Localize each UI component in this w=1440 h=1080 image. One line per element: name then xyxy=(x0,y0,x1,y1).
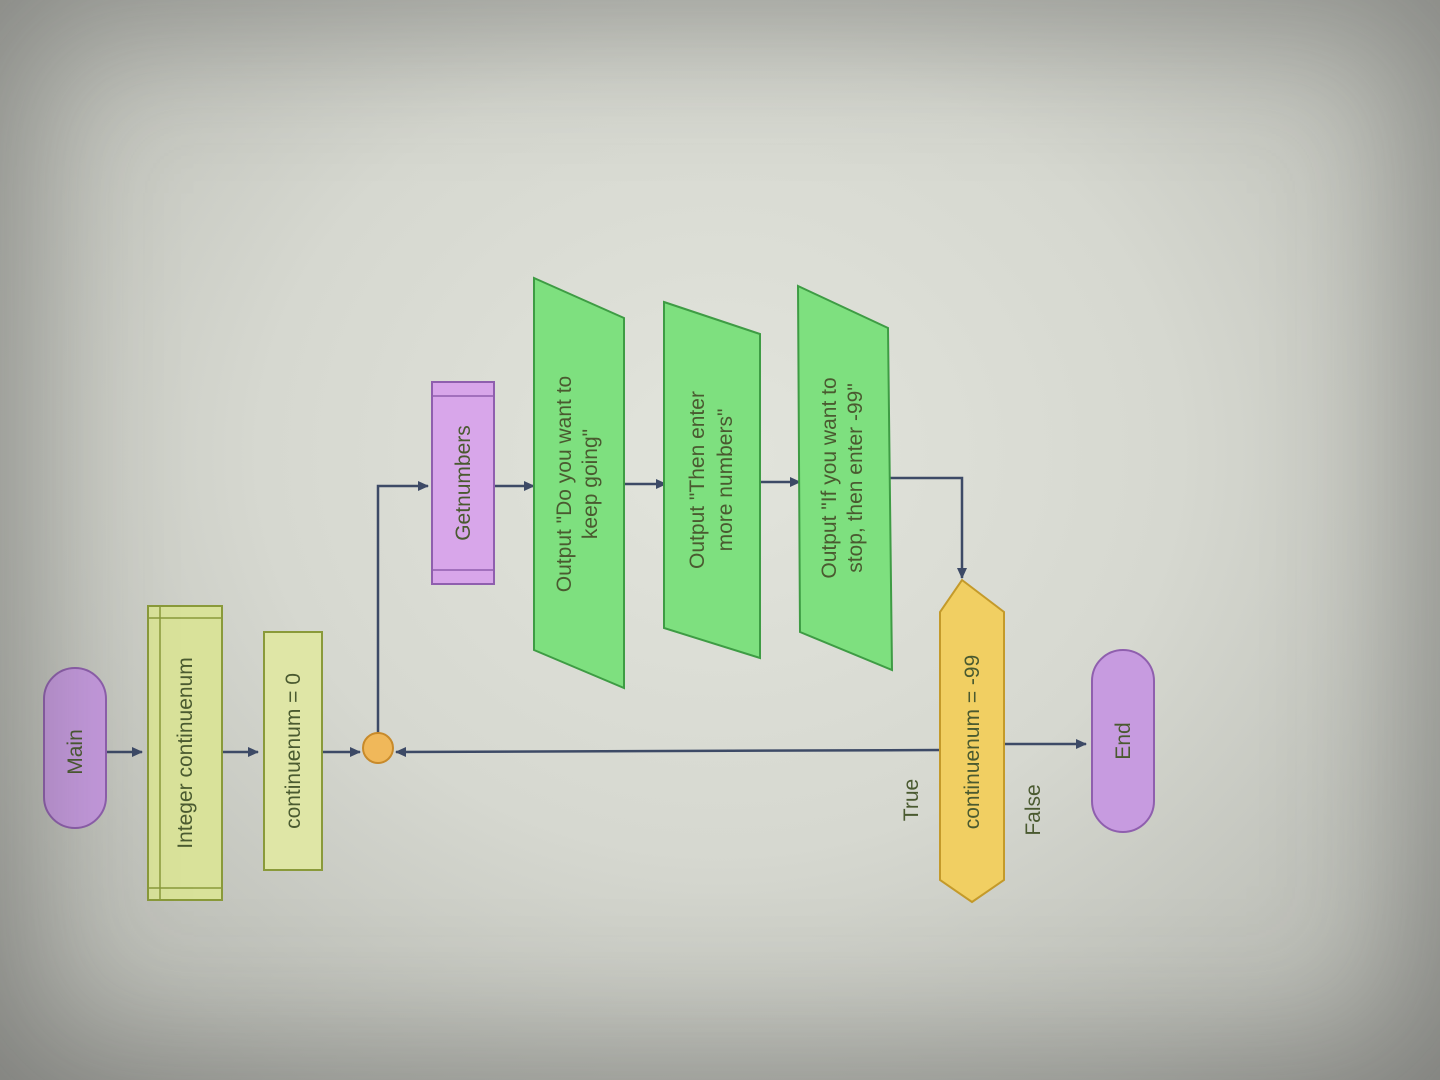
edge-junction-loop xyxy=(376,481,429,734)
call-box: Getnumbers xyxy=(431,381,495,585)
output3-line2: stop, then enter -99" xyxy=(844,383,867,573)
false-label: False xyxy=(1022,784,1045,835)
loop-junction xyxy=(362,732,394,764)
edges xyxy=(106,476,1087,757)
main-label: Main xyxy=(64,729,87,775)
true-label: True xyxy=(900,779,923,821)
call-label: Getnumbers xyxy=(452,425,475,541)
declare-label: Integer continuenum xyxy=(174,657,197,848)
assign-box: continuenum = 0 xyxy=(263,631,323,871)
output2-line1: Output "Then enter xyxy=(686,391,709,569)
output1-line1: Output "Do you want to xyxy=(553,376,576,592)
edge-decision-true-back xyxy=(395,746,943,757)
output3-line1: Output "If you want to xyxy=(818,377,841,578)
output2-line2: more numbers" xyxy=(714,409,737,552)
end-label: End xyxy=(1112,722,1135,759)
decision-box: continuenum = -99 xyxy=(939,578,1005,904)
decision-label: continuenum = -99 xyxy=(961,655,984,830)
declare-box: Integer continuenum xyxy=(147,605,223,901)
end-terminal: End xyxy=(1091,649,1155,833)
assign-label: continuenum = 0 xyxy=(282,673,305,829)
output3-box: Output "If you want to stop, then enter … xyxy=(796,284,894,672)
output1-box: Output "Do you want to keep going" xyxy=(533,276,625,690)
edge-output3-decision xyxy=(888,476,967,579)
output2-box: Output "Then enter more numbers" xyxy=(663,300,761,660)
output1-line2: keep going" xyxy=(579,429,602,539)
main-terminal: Main xyxy=(43,667,107,829)
